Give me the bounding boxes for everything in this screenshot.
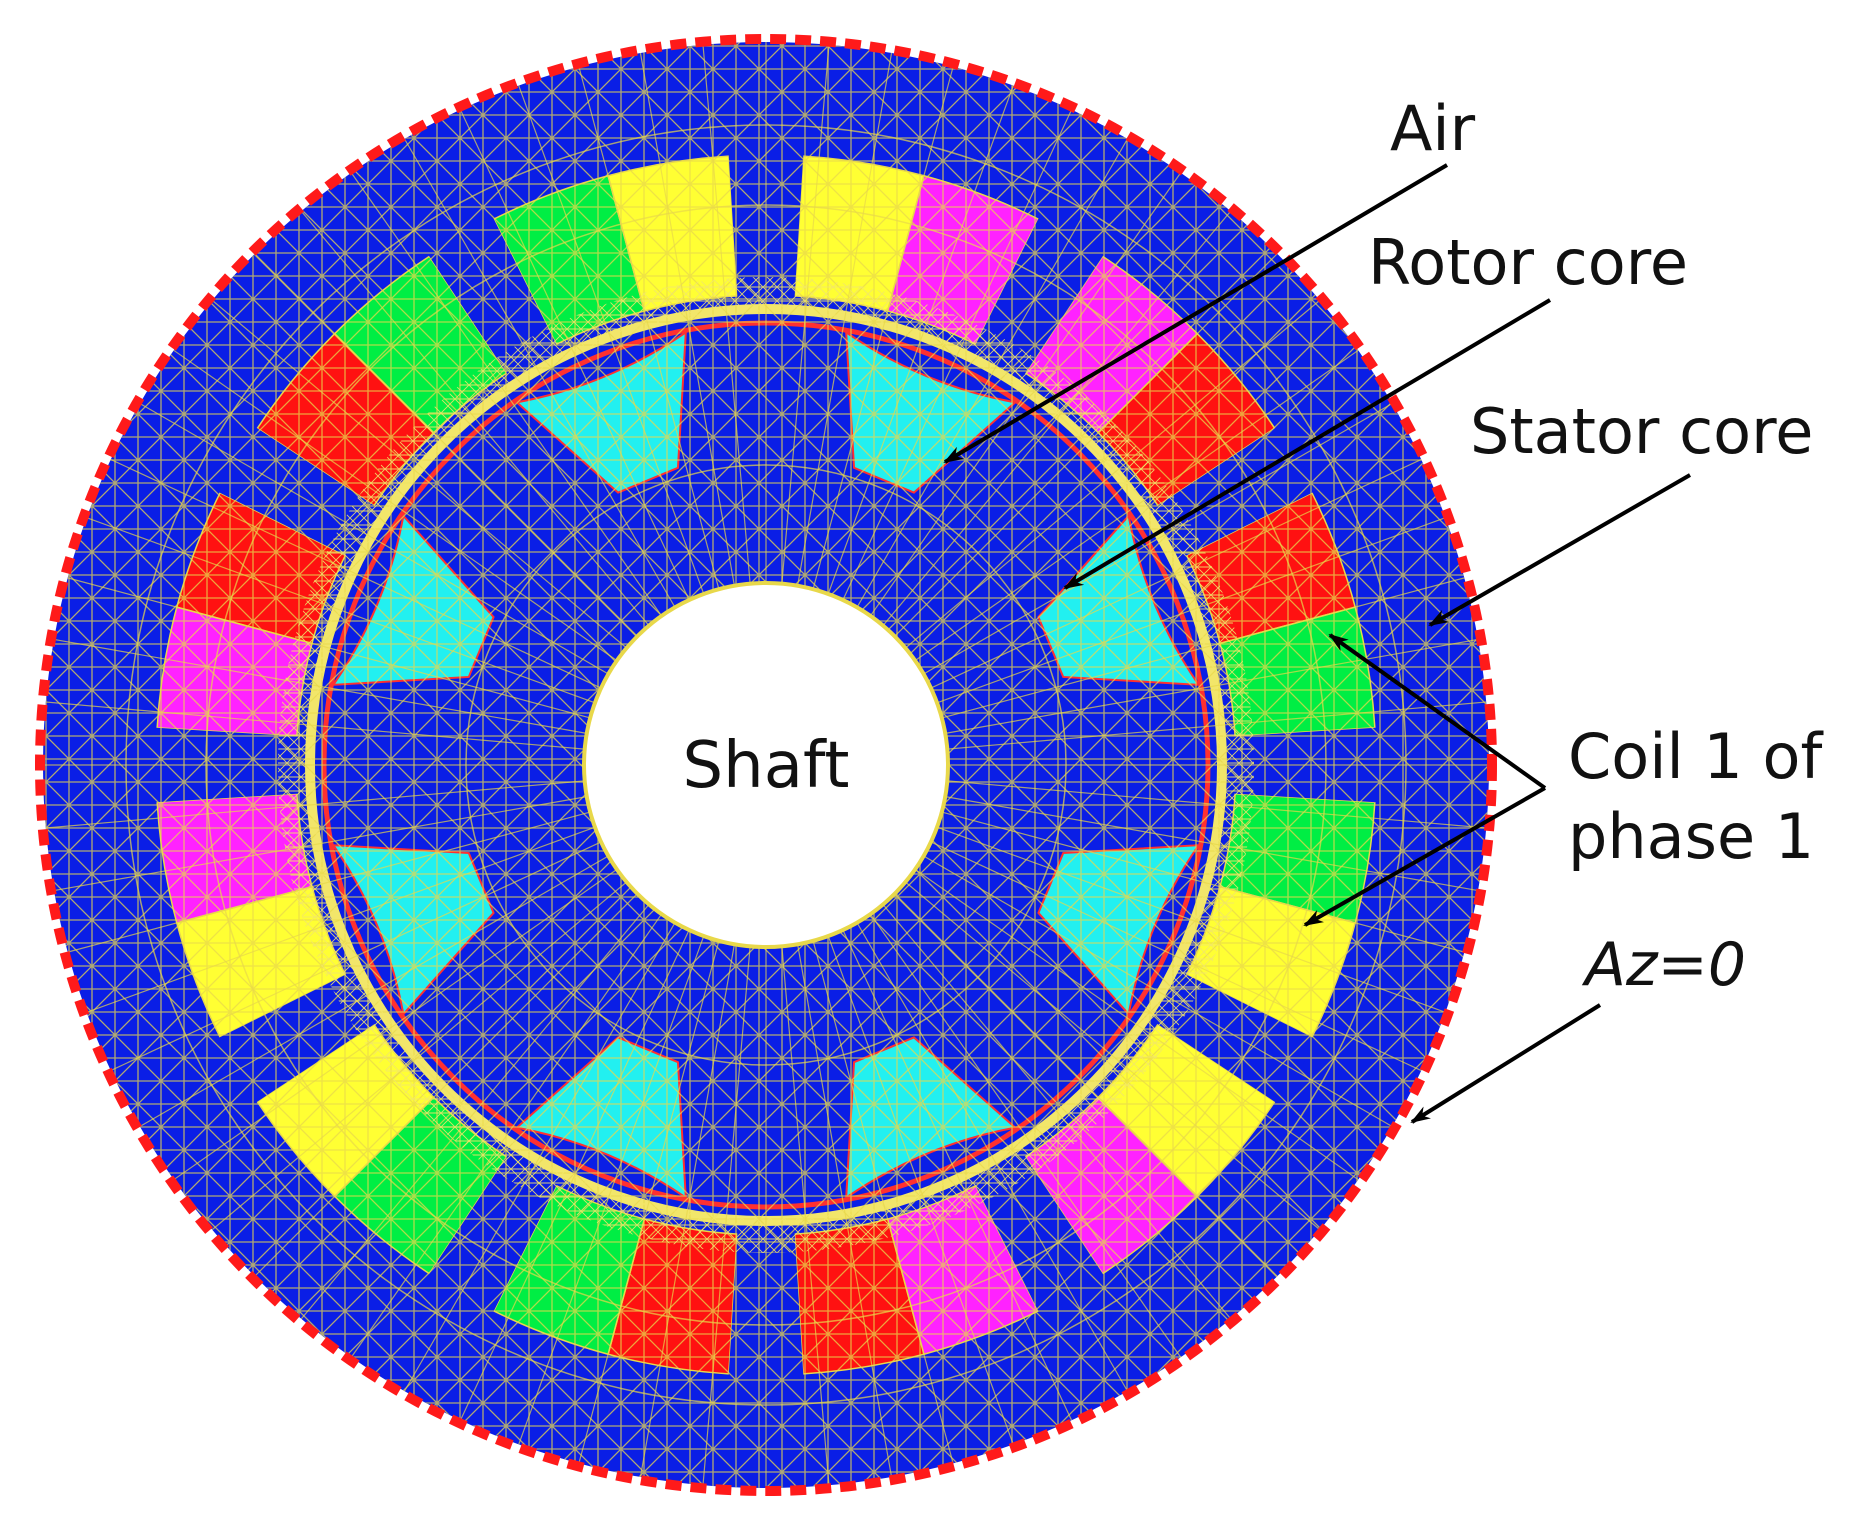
- coil-arrow-upper: [1328, 633, 1547, 790]
- mesh-radial-line: [781, 44, 830, 584]
- boundary-arrow: [1410, 1003, 1602, 1124]
- mesh-radial-line: [300, 210, 650, 626]
- mesh-radial-line: [923, 855, 1393, 1128]
- mesh-radial-line: [173, 868, 618, 1181]
- label-boundary-az0: Az=0: [1581, 930, 1746, 1000]
- mesh-radial-line: [936, 517, 1446, 704]
- mesh-radial-line: [639, 52, 735, 586]
- rotor-core-arrow: [1063, 298, 1552, 590]
- mesh-radial-line: [459, 929, 690, 1421]
- mesh-radial-line: [518, 935, 705, 1445]
- label-air: Air: [1390, 92, 1476, 165]
- labels: Air Rotor core Stator core Coil 1 of pha…: [683, 92, 1825, 1000]
- mesh-radial-line: [827, 85, 1014, 595]
- mesh-radial-line: [930, 841, 1422, 1072]
- mesh-radial-line: [856, 922, 1129, 1392]
- mesh-radial-line: [930, 458, 1422, 689]
- mesh-radial-line: [139, 855, 609, 1128]
- mesh-radial-line: [459, 109, 690, 601]
- label-stator-core: Stator core: [1470, 395, 1813, 468]
- mesh-radial-line: [894, 893, 1278, 1277]
- air-arrow: [943, 163, 1449, 464]
- label-coil-line1: Coil 1 of: [1568, 720, 1824, 793]
- mesh-radial-line: [211, 299, 627, 649]
- mesh-radial-line: [403, 138, 676, 608]
- mesh-radial-line: [86, 826, 596, 1013]
- mesh-radial-line: [894, 253, 1278, 637]
- mesh-radial-line: [869, 172, 1182, 617]
- mesh-radial-line: [905, 299, 1321, 649]
- mesh-radial-line: [110, 841, 602, 1072]
- mesh-radial-line: [350, 172, 663, 617]
- mesh-radial-line: [254, 893, 638, 1277]
- mesh-radial-line: [941, 811, 1465, 953]
- mesh-radial-line: [914, 349, 1359, 662]
- stator-core-arrow: [1428, 473, 1691, 627]
- mesh-radial-line: [350, 913, 663, 1358]
- mesh-radial-line: [945, 638, 1479, 734]
- mesh-radial-line: [827, 935, 1014, 1445]
- mesh-radial-line: [67, 577, 591, 719]
- mesh-radial-line: [254, 253, 638, 637]
- mesh-radial-line: [45, 701, 585, 750]
- mesh-radial-line: [518, 85, 705, 595]
- mesh-radial-line: [856, 138, 1129, 608]
- mesh-radial-line: [941, 577, 1465, 719]
- label-rotor-core: Rotor core: [1368, 226, 1688, 299]
- mesh-radial-line: [882, 210, 1232, 626]
- mesh-radial-line: [53, 796, 587, 892]
- mesh-radial-line: [947, 780, 1487, 829]
- label-coil-line2: phase 1: [1568, 800, 1814, 873]
- mesh-radial-line: [947, 701, 1487, 750]
- machine-cross-section: [35, 34, 1497, 1496]
- mesh-radial-line: [578, 940, 720, 1464]
- mesh-radial-line: [110, 458, 602, 689]
- mesh-radial-line: [45, 780, 585, 829]
- mesh-radial-line: [639, 944, 735, 1478]
- mesh-radial-line: [86, 517, 596, 704]
- mesh-radial-line: [812, 940, 954, 1464]
- mesh-radial-line: [869, 913, 1182, 1358]
- mesh-radial-line: [173, 349, 618, 662]
- mesh-radial-line: [300, 904, 650, 1320]
- mesh-radial-line: [67, 811, 591, 953]
- mesh-radial-line: [842, 109, 1073, 601]
- mesh-radial-line: [797, 52, 893, 586]
- mesh-radial-line: [936, 826, 1446, 1013]
- label-shaft: Shaft: [683, 729, 850, 803]
- mesh-radial-line: [905, 881, 1321, 1231]
- mesh-radial-line: [842, 929, 1073, 1421]
- mesh-radial-line: [578, 66, 720, 590]
- mesh-radial-line: [882, 904, 1232, 1320]
- mesh-radial-line: [139, 402, 609, 675]
- mesh-radial-line: [781, 946, 830, 1486]
- mesh-radial-line: [211, 881, 627, 1231]
- outer-boundary-az0: [35, 34, 1497, 1496]
- shaft: [582, 581, 950, 949]
- annotation-arrows: [943, 163, 1691, 1124]
- mesh-radial-line: [923, 402, 1393, 675]
- mesh-radial-line: [403, 922, 676, 1392]
- coil-arrow-lower: [1303, 786, 1546, 927]
- mesh-radial-line: [914, 868, 1359, 1181]
- mesh-radial-line: [797, 944, 893, 1478]
- mesh-radial-line: [702, 44, 751, 584]
- mesh-radial-line: [812, 66, 954, 590]
- mesh-radial-line: [53, 638, 587, 734]
- mesh-radial-line: [702, 946, 751, 1486]
